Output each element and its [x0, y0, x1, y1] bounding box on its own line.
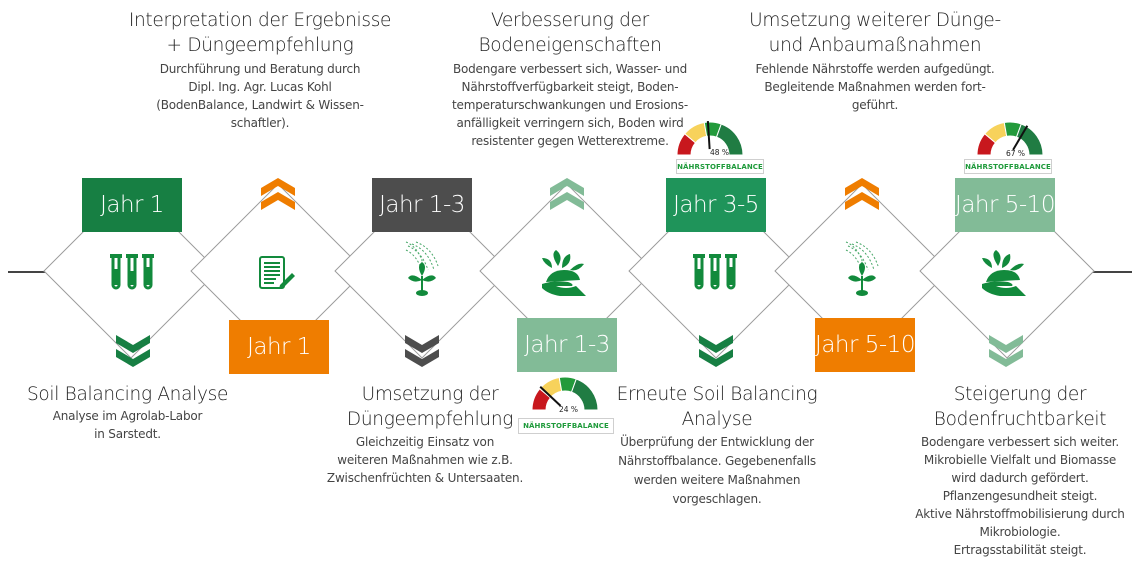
- document-pen-icon: [259, 256, 295, 289]
- year-label-jahr-1-3-bottom: Jahr 1-3: [517, 318, 617, 372]
- gauge-needle: [1012, 125, 1029, 151]
- nutrient-balance-gauge-2: [676, 121, 744, 156]
- step-title-umsetzung-weiterer: Umsetzung weiterer Dünge- und Anbaumaßna…: [749, 10, 1001, 56]
- hand-soil-plant-icon: [982, 250, 1026, 296]
- watering-plant-icon: [405, 241, 439, 296]
- step-title-verbesserung: Verbesserung der Bodeneigenschaften: [478, 10, 662, 56]
- year-label-jahr-1-3-top: Jahr 1-3: [372, 178, 472, 232]
- year-label-jahr-1-top: Jahr 1: [82, 178, 182, 232]
- nutrient-balance-gauge-3: [976, 121, 1044, 156]
- step-desc-erneute-analyse: Überprüfung der Entwicklung der Nährstof…: [618, 435, 816, 506]
- chevron-up-icon: [845, 178, 879, 210]
- step-title-steigerung: Steigerung der Bodenfruchtbarkeit: [933, 384, 1107, 430]
- hand-soil-plant-icon: [542, 250, 586, 296]
- gauge-needle: [539, 385, 562, 407]
- step-desc-soil-balancing: Analyse im Agrolab-Labor in Sarstedt.: [52, 409, 203, 441]
- year-label-jahr-5-10-top: Jahr 5-10: [955, 178, 1055, 232]
- step-title-interpretation: Interpretation der Ergebnisse + Düngeemp…: [128, 10, 392, 56]
- step-title-soil-balancing: Soil Balancing Analyse: [26, 384, 229, 405]
- step-desc-umsetzung-duengeempfehlung: Gleichzeitig Einsatz von weiteren Maßnah…: [326, 435, 524, 485]
- year-label-jahr-3-5-top: Jahr 3-5: [666, 178, 766, 232]
- gauge-segment: [570, 378, 599, 411]
- gauge-needle: [706, 121, 711, 150]
- chevron-down-icon: [699, 335, 733, 367]
- chevron-up-icon: [261, 178, 295, 210]
- chevron-down-icon: [116, 335, 150, 367]
- watering-plant-icon: [845, 241, 879, 296]
- test-tubes-icon: [110, 254, 154, 290]
- year-label-jahr-1-bottom: Jahr 1: [229, 320, 329, 374]
- chevron-down-icon: [989, 335, 1023, 367]
- step-desc-interpretation: Durchführung und Beratung durch Dipl. In…: [156, 62, 364, 130]
- gauge-label-3: NÄHRSTOFFBALANCE: [964, 159, 1052, 174]
- test-tubes-icon: [693, 254, 737, 290]
- gauge-percent-3: 67 %: [1006, 149, 1026, 158]
- gauge-segment: [715, 123, 744, 156]
- nutrient-balance-gauge-1: [531, 376, 599, 411]
- step-desc-verbesserung: Bodengare verbessert sich, Wasser- und N…: [452, 62, 688, 148]
- step-title-erneute-analyse: Erneute Soil Balancing Analyse: [616, 384, 818, 430]
- gauge-label-2: NÄHRSTOFFBALANCE: [676, 159, 764, 174]
- step-desc-steigerung: Bodengare verbessert sich weiter. Mikrob…: [915, 435, 1125, 557]
- year-label-jahr-5-10-bottom: Jahr 5-10: [815, 318, 915, 372]
- chevron-down-icon: [405, 335, 439, 367]
- gauge-percent-2: 48 %: [710, 148, 730, 157]
- step-title-umsetzung-duengeempfehlung: Umsetzung der Düngeempfehlung: [346, 384, 514, 430]
- gauge-percent-1: 24 %: [559, 405, 579, 414]
- chevron-up-icon: [550, 178, 584, 210]
- gauge-label-1: NÄHRSTOFFBALANCE: [518, 418, 614, 434]
- step-desc-umsetzung-weiterer: Fehlende Nährstoffe werden aufgedüngt. B…: [755, 62, 995, 112]
